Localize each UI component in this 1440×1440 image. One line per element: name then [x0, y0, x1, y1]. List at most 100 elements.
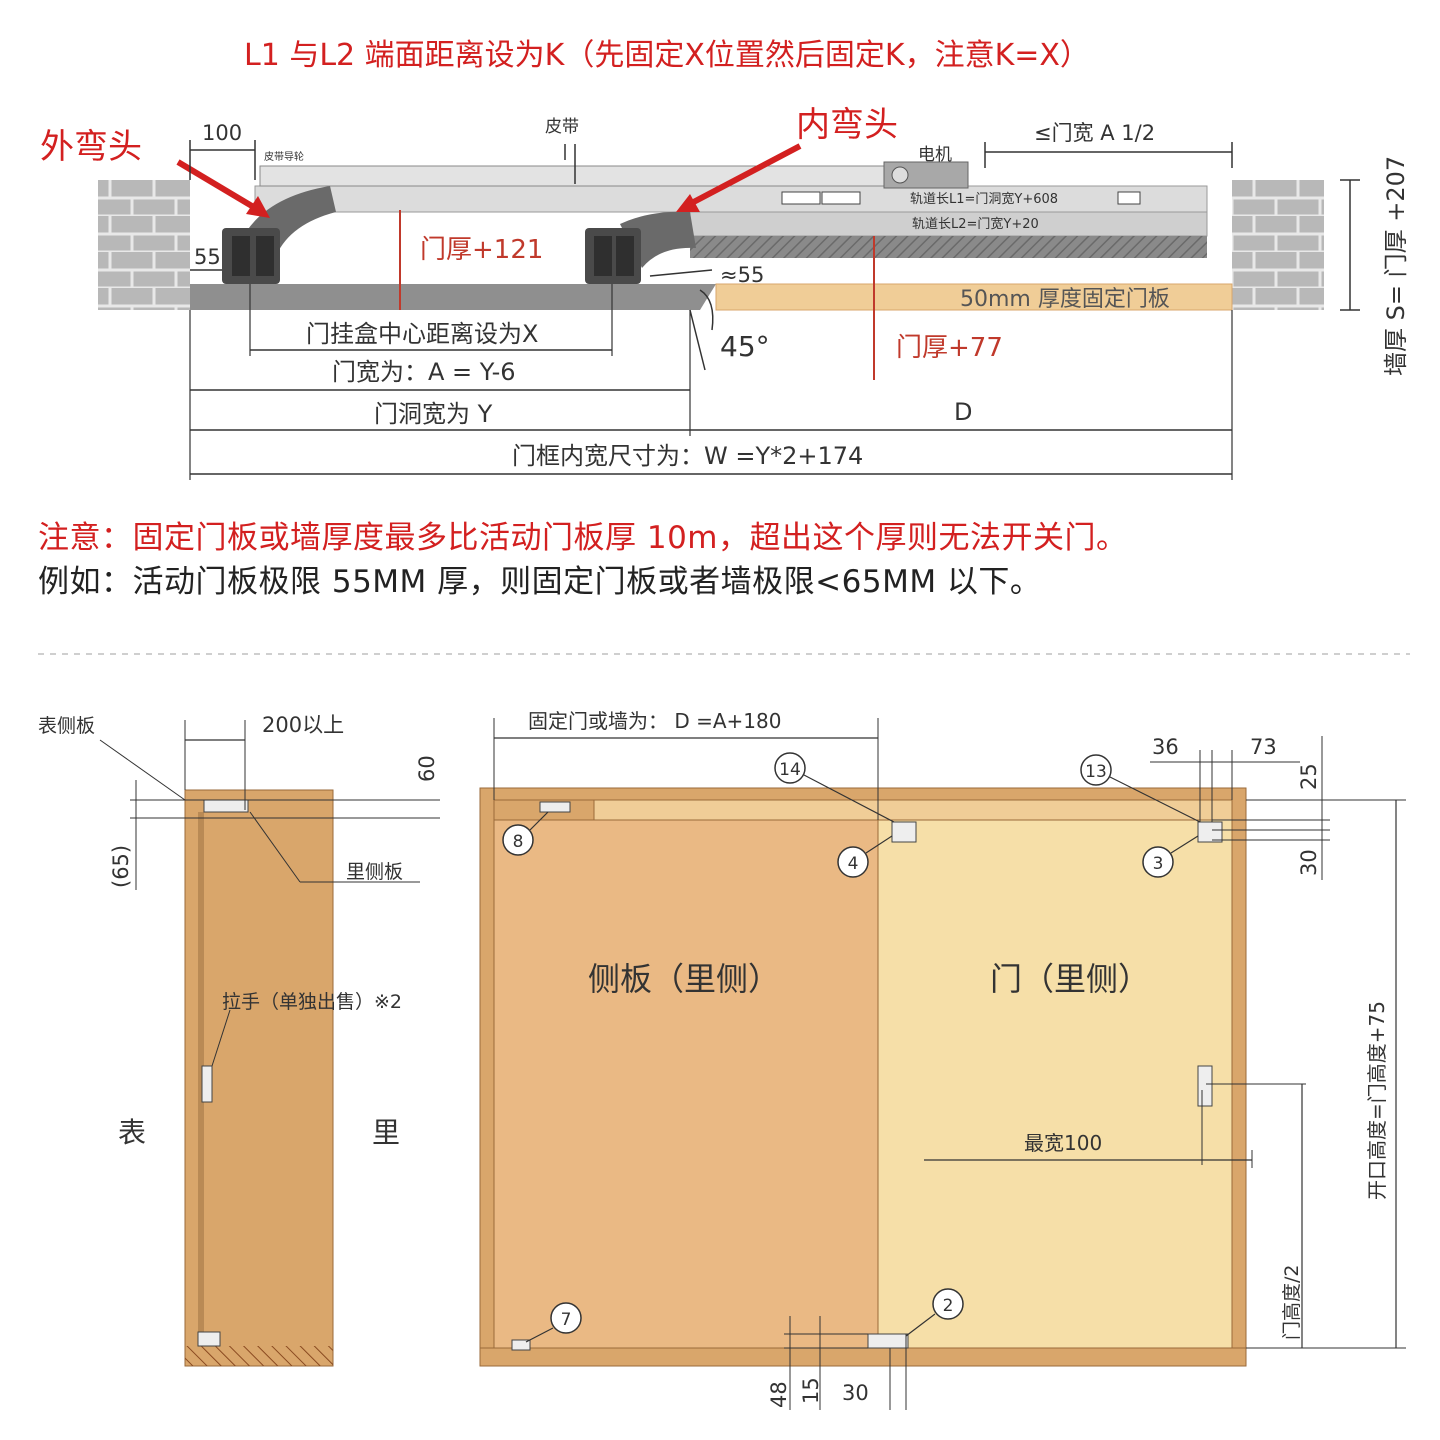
fixed-panel — [715, 283, 1233, 311]
hanger-box-left-inner2 — [256, 236, 274, 276]
label-fixed-panel: 50mm 厚度固定门板 — [960, 287, 1170, 312]
label-door: 门（里侧） — [990, 960, 1150, 998]
label-fv-dim-d: 固定门或墙为： D =A+180 — [528, 709, 782, 733]
label-dim-w: 门框内宽尺寸为：W =Y*2+174 — [512, 442, 863, 470]
label-belt-guide: 皮带导轮 — [264, 150, 304, 163]
label-front: 表 — [118, 1116, 146, 1149]
hardware-4 — [891, 821, 917, 843]
label-thick-121: 门厚+121 — [420, 235, 543, 265]
track-slot-1 — [781, 191, 821, 205]
track-l2 — [689, 211, 1208, 237]
side-floor — [185, 1346, 333, 1366]
right-wall — [1232, 180, 1324, 310]
label-dim-half-width: ≤门宽 A 1/2 — [1034, 121, 1155, 145]
label-opening-height: 开口高度=门高度+75 — [1365, 1001, 1389, 1200]
top-plan-view — [98, 140, 1360, 480]
side-door-panel — [198, 812, 204, 1342]
label-angle: 45° — [720, 330, 770, 363]
label-dim-55: 55 — [194, 245, 221, 269]
hanger-box-right-inner — [594, 236, 612, 276]
label-back: 里 — [372, 1116, 400, 1149]
label-outer-elbow: 外弯头 — [40, 127, 142, 167]
outer-elbow-arrow — [176, 159, 264, 215]
label-wall-thickness: 墙厚 S= 门厚 +207 — [1382, 156, 1410, 376]
marker-13 — [1080, 754, 1201, 823]
side-section-view — [99, 720, 440, 1367]
label-dim-73: 73 — [1250, 735, 1277, 759]
inner-elbow-arrowhead — [676, 194, 700, 212]
side-bottom-guide — [197, 1331, 221, 1347]
label-dim-100: 100 — [202, 121, 242, 145]
label-dim-36: 36 — [1152, 735, 1179, 759]
bottom-rail — [479, 1347, 1247, 1367]
label-dim-x: 门挂盒中心距离设为X — [306, 320, 538, 348]
track-l2-shadow — [690, 236, 1207, 258]
label-track-l2: 轨道长L2=门宽Y+20 — [912, 216, 1039, 232]
inner-panel-leader — [249, 811, 301, 883]
side-top-hardware — [203, 799, 249, 813]
belt — [259, 165, 961, 187]
label-dim-30-bottom: 30 — [842, 1381, 869, 1405]
hardware-7 — [511, 1339, 531, 1351]
hanger-box-left-inner — [232, 236, 250, 276]
marker-2 — [905, 1288, 964, 1337]
label-dim-25: 25 — [1297, 763, 1321, 790]
marker-14 — [774, 752, 895, 823]
marker-3 — [1142, 835, 1199, 878]
door-inner — [877, 819, 1233, 1349]
label-dim-d: D — [954, 398, 972, 426]
warning-note: 注意：固定门板或墙厚度最多比活动门板厚 10m，超出这个厚则无法开关门。 — [38, 520, 1128, 556]
outer-panel-leader — [99, 739, 186, 801]
angle-leader — [689, 309, 706, 371]
sliding-door-slab — [190, 284, 690, 310]
hardware-3 — [1197, 821, 1223, 843]
label-handle: 拉手（单独出售）※2 — [222, 991, 402, 1013]
label-inner-elbow: 内弯头 — [796, 105, 898, 145]
label-thick-77: 门厚+77 — [896, 333, 1003, 363]
front-elevation-view — [479, 718, 1406, 1410]
label-marker-3: 3 — [1153, 854, 1164, 874]
side-handle — [201, 1065, 213, 1103]
label-marker-7: 7 — [561, 1310, 572, 1330]
label-dim-a: 门宽为：A = Y-6 — [332, 358, 516, 386]
label-max-width: 最宽100 — [1024, 1131, 1102, 1155]
outer-elbow-arrowhead — [246, 196, 270, 218]
label-dim-55b: ≈55 — [720, 263, 764, 287]
page-title: L1 与L2 端面距离设为K（先固定X位置然后固定K，注意K=X） — [244, 38, 1090, 73]
top-rail — [493, 799, 1233, 821]
hardware-8 — [539, 801, 571, 813]
label-outer-panel: 表侧板 — [38, 715, 95, 737]
label-inner-panel: 里侧板 — [346, 861, 403, 883]
label-marker-4: 4 — [848, 854, 859, 874]
side-panel-inner — [493, 819, 879, 1349]
left-wall — [98, 180, 190, 310]
label-marker-8: 8 — [513, 832, 524, 852]
handle-leader — [211, 1009, 231, 1067]
example-note: 例如：活动门板极限 55MM 厚，则固定门板或者墙极限<65MM 以下。 — [38, 564, 1042, 600]
track-slot-3 — [1117, 191, 1141, 205]
label-half-height: 门高度/2 — [1281, 1265, 1303, 1341]
inner-elbow-arrow — [684, 143, 802, 209]
door-handle — [1197, 1065, 1213, 1107]
dim-line-55b — [649, 269, 713, 277]
track-l1 — [254, 185, 1208, 213]
track-slot-2 — [821, 191, 861, 205]
door-edge-bevel — [690, 284, 716, 310]
label-dim-60: 60 — [415, 755, 439, 782]
label-dim-15: 15 — [799, 1377, 823, 1404]
marker-8 — [502, 811, 549, 856]
label-belt: 皮带 — [545, 117, 579, 137]
motor-pulley-icon — [891, 166, 909, 184]
label-dim-30-right: 30 — [1297, 849, 1321, 876]
label-marker-2: 2 — [943, 1296, 954, 1316]
label-track-l1: 轨道长L1=门洞宽Y+608 — [910, 191, 1058, 207]
hanger-box-right-inner2 — [616, 236, 634, 276]
marker-4 — [837, 835, 893, 878]
label-motor: 电机 — [918, 145, 952, 165]
label-dim-200: 200以上 — [262, 713, 344, 737]
label-marker-13: 13 — [1085, 762, 1107, 782]
marker-7 — [525, 1302, 582, 1343]
label-side-panel: 侧板（里侧） — [588, 960, 780, 998]
label-dim-65: (65) — [109, 845, 133, 888]
